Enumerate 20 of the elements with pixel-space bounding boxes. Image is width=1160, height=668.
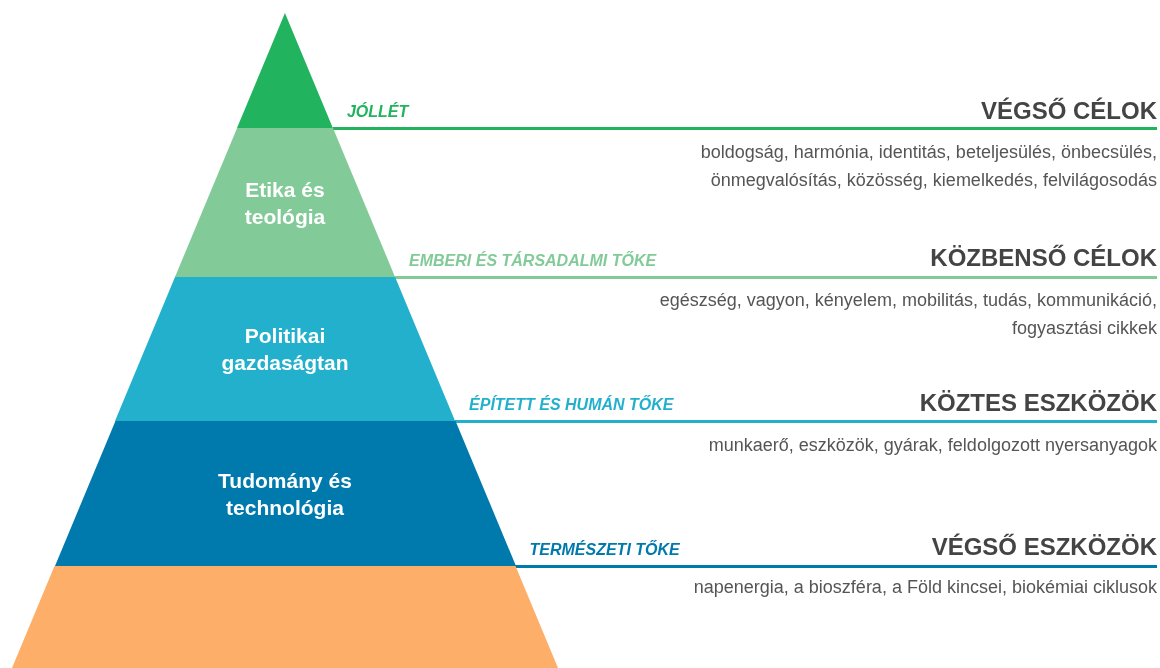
capital-label: JÓLLÉT [346, 103, 409, 121]
level-heading: VÉGSŐ ESZKÖZÖK [931, 533, 1157, 561]
band-title: Etika és teológia [243, 176, 327, 230]
level-description: egészség, vagyon, kényelem, mobilitás, tudás, kommunikáció, fogyasztási cikkek [658, 289, 1157, 340]
level-description: munkaerő, eszközök, gyárak, feldolgozott nyersanyagok [707, 434, 1157, 457]
level-heading: KÖZBENSŐ CÉLOK [930, 244, 1157, 272]
pyramid-band [54, 421, 516, 566]
level-heading: VÉGSŐ CÉLOK [980, 97, 1157, 125]
pyramid-band [114, 277, 456, 421]
capital-label: TERMÉSZETI TŐKE [529, 541, 680, 559]
level-heading: KÖZTES ESZKÖZÖK [919, 389, 1157, 417]
capital-label: ÉPÍTETT ÉS HUMÁN TŐKE [469, 396, 674, 414]
level-description: napenergia, a bioszféra, a Föld kincsei, biokémiai ciklusok [692, 576, 1157, 599]
level-description: boldogság, harmónia, identitás, beteljesülés, önbecsülés, önmegvalósítás, közösség, kiemelkedés, felvilágosodás [699, 141, 1157, 192]
capital-label: EMBERI ÉS TÁRSADALMI TŐKE [409, 252, 657, 270]
band-title: Tudomány és technológia [217, 467, 353, 521]
band-title: Politikai gazdaságtan [220, 323, 350, 376]
pyramid-band [12, 566, 558, 668]
pyramid-band [237, 13, 333, 128]
pyramid-band [174, 128, 395, 277]
